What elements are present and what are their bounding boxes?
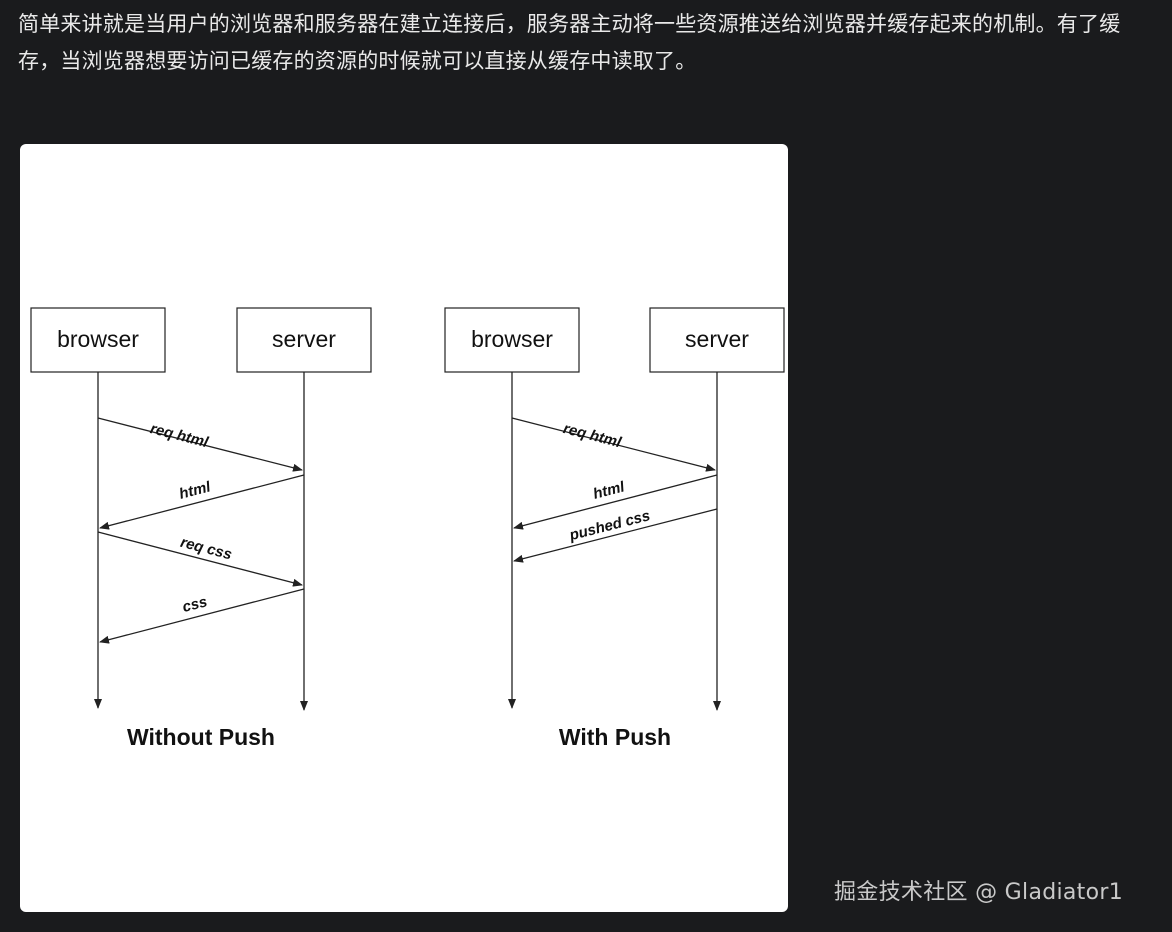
right-msg-html-label: html (591, 478, 627, 503)
without-push-title: Without Push (127, 724, 275, 750)
right-server-box (649, 307, 785, 373)
right-msg-req-html-arrow (511, 417, 716, 472)
with-push-title: With Push (559, 724, 671, 750)
right-msg-pushed-css-label: pushed css (567, 507, 652, 544)
left-server-box (236, 307, 372, 373)
left-msg-html-arrow (99, 474, 305, 530)
right-browser-box (444, 307, 580, 373)
right-browser-label: browser (471, 326, 553, 352)
left-msg-css-arrow (99, 588, 305, 644)
left-browser-box (30, 307, 166, 373)
article-paragraph: 简单来讲就是当用户的浏览器和服务器在建立连接后，服务器主动将一些资源推送给浏览器… (18, 12, 1121, 73)
left-msg-req-html-label: req html (148, 420, 210, 451)
left-msg-req-css-label: req css (179, 534, 234, 564)
left-server-label: server (272, 326, 336, 352)
left-browser-label: browser (57, 326, 139, 352)
left-msg-css-label: css (181, 593, 210, 616)
watermark: 掘金技术社区 @ Gladiator1 (834, 880, 1124, 905)
left-msg-html-label: html (177, 478, 213, 503)
right-msg-pushed-css-arrow (513, 508, 718, 563)
server-push-figure: browser server req html html req css css… (20, 144, 788, 912)
sequence-diagram-svg: browser server req html html req css css… (30, 307, 785, 750)
without-push-diagram: browser server req html html req css css… (30, 307, 372, 750)
left-msg-req-css-arrow (97, 531, 303, 587)
right-msg-html-arrow (513, 474, 718, 530)
with-push-diagram: browser server req html html pushed css … (444, 307, 785, 750)
left-msg-req-html-arrow (97, 417, 303, 472)
right-server-label: server (685, 326, 749, 352)
right-msg-req-html-label: req html (561, 420, 623, 451)
